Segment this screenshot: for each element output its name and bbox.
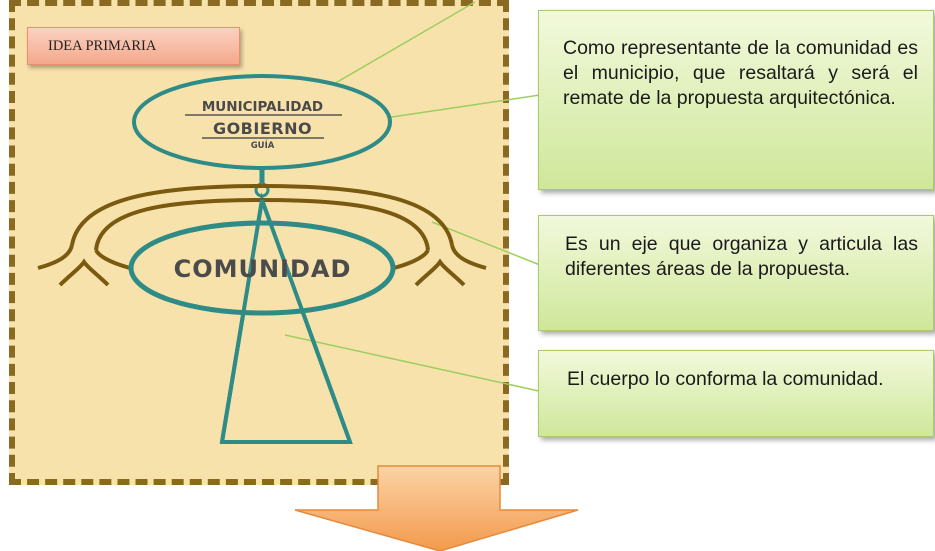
leader-line-community: [284, 334, 549, 394]
axis-curve-right-outer: [261, 184, 454, 246]
triangle-right-edge: [260, 199, 352, 443]
note-municipality: Como representante de la comunidad es el…: [538, 10, 934, 190]
leader-line-top: [319, 1, 476, 93]
leader-line-axis: [431, 221, 541, 266]
triangle-left-edge: [220, 199, 264, 443]
guide-text: GUÍA: [250, 141, 275, 151]
community-oval: [128, 220, 396, 316]
note-community: El cuerpo lo conforma la comunidad.: [538, 350, 934, 437]
axis-curve-left-inner: [94, 198, 263, 251]
down-arrow: [294, 465, 579, 551]
government-text: GOBIERNO: [212, 119, 313, 138]
axis-curve-left-outer: [70, 184, 263, 246]
axis-curve-right-inner: [261, 198, 430, 251]
idea-primaria-label: IDEA PRIMARIA: [27, 27, 240, 65]
note-axis: Es un eje que organiza y articula las di…: [538, 215, 934, 331]
community-text: COMUNIDAD: [173, 255, 352, 283]
municipality-text: MUNICIPALIDAD: [201, 99, 324, 115]
municipality-oval: [132, 74, 392, 170]
axis-arrowhead-left: [37, 244, 131, 287]
axis-arrowhead-right: [393, 244, 487, 287]
leader-line-municipality: [384, 94, 541, 119]
